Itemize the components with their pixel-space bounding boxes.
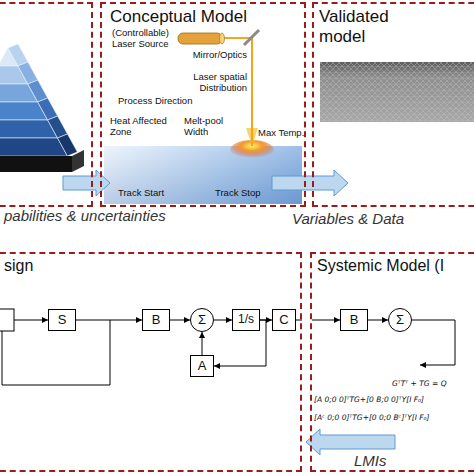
block-label: A — [198, 359, 207, 374]
block-box: 1/s — [232, 309, 260, 331]
block-label: Σ — [396, 313, 404, 328]
stage-panel: Systemic Model (I B Σ — [310, 252, 474, 472]
block-label: Σ — [198, 313, 206, 328]
annotation-label: Track Stop — [215, 188, 261, 199]
block-label: B — [350, 313, 359, 328]
signal-line — [202, 332, 203, 355]
flow-arrow — [63, 170, 110, 196]
stage-panel: pabilities & uncertainties — [0, 2, 93, 207]
flow-arrow — [306, 429, 395, 455]
annotation-label: Heat Affected Zone — [110, 116, 174, 138]
block-label: B — [152, 313, 161, 328]
label-holder: [Aᶜ 0;0 0]ᵀTG+[0 0;0 Bᶜ]ᵀY[I F₀] — [314, 414, 430, 423]
annotation-label: Max Temp. — [258, 128, 304, 139]
block-box: A — [190, 355, 214, 377]
annotation-label: Process Direction — [118, 96, 192, 107]
pyramid-picture — [0, 44, 84, 172]
block-box: B — [142, 309, 170, 331]
label-holder: Heat Affected Zone — [110, 116, 174, 138]
label-holder: Laser spatial Distribution — [177, 72, 247, 94]
fe-mesh-picture — [320, 62, 474, 122]
panel-heading: sign — [4, 257, 312, 275]
summing-junction: Σ — [190, 308, 214, 332]
lmi-equation: [A 0;0 0]ᵀTG+[0 B;0 0]ᵀY[I F₀] — [314, 396, 424, 405]
summing-junction: Σ — [388, 308, 412, 332]
lmi-equation: [Aᶜ 0;0 0]ᵀTG+[0 0;0 Bᶜ]ᵀY[I F₀] — [314, 414, 430, 423]
annotation-label: Melt-pool Width — [184, 116, 240, 138]
panel-heading: Conceptual Model — [110, 7, 312, 27]
edge-label-holder: Variables & Data — [290, 211, 406, 228]
junction-circle — [191, 309, 214, 332]
block-box: C — [272, 309, 296, 331]
block-label: C — [279, 313, 288, 328]
label-holder: GᵀTᵀ + TG = Q — [392, 380, 447, 389]
block-label: S — [58, 313, 67, 328]
signal-line — [368, 320, 388, 321]
label-holder: Track Stop — [215, 188, 261, 199]
label-holder: Mirror/Optics — [177, 50, 247, 61]
label-holder: (Controllable) Laser Source — [112, 28, 169, 50]
edge-label: LMIs — [352, 453, 389, 470]
lmi-equation: GᵀTᵀ + TG = Q — [392, 380, 447, 389]
label-holder: Max Temp. — [258, 128, 304, 139]
signal-line — [170, 320, 190, 321]
edge-label-holder: LMIs — [352, 453, 389, 470]
flow-arrow — [272, 170, 348, 196]
junction-circle — [389, 309, 412, 332]
block-box: B — [340, 309, 368, 331]
signal-line — [76, 320, 142, 321]
panel-heading: Validated model — [319, 7, 409, 46]
stage-panel: Validated model — [312, 2, 474, 207]
systemic-wiring — [312, 320, 455, 365]
panel-heading: Systemic Model (I — [317, 257, 474, 275]
signal-line — [214, 320, 232, 321]
edge-label: Variables & Data — [290, 211, 406, 228]
label-holder: [A 0;0 0]ᵀTG+[0 B;0 0]ᵀY[I F₀] — [314, 396, 424, 405]
block-box: S — [48, 309, 76, 331]
label-holder: Track Start — [118, 188, 164, 199]
design-wiring — [0, 309, 302, 385]
block-label: 1/s — [238, 313, 254, 327]
panel-heading: pabilities & uncertainties — [4, 207, 103, 224]
annotation-label: (Controllable) Laser Source — [112, 28, 169, 50]
annotation-label: Track Start — [118, 188, 164, 199]
annotation-label: Mirror/Optics — [177, 50, 247, 61]
annotation-label: Laser spatial Distribution — [177, 72, 247, 94]
label-holder: Melt-pool Width — [184, 116, 240, 138]
stage-panel: signSBΣ1/sCA — [0, 252, 302, 472]
label-holder: Process Direction — [118, 96, 192, 107]
